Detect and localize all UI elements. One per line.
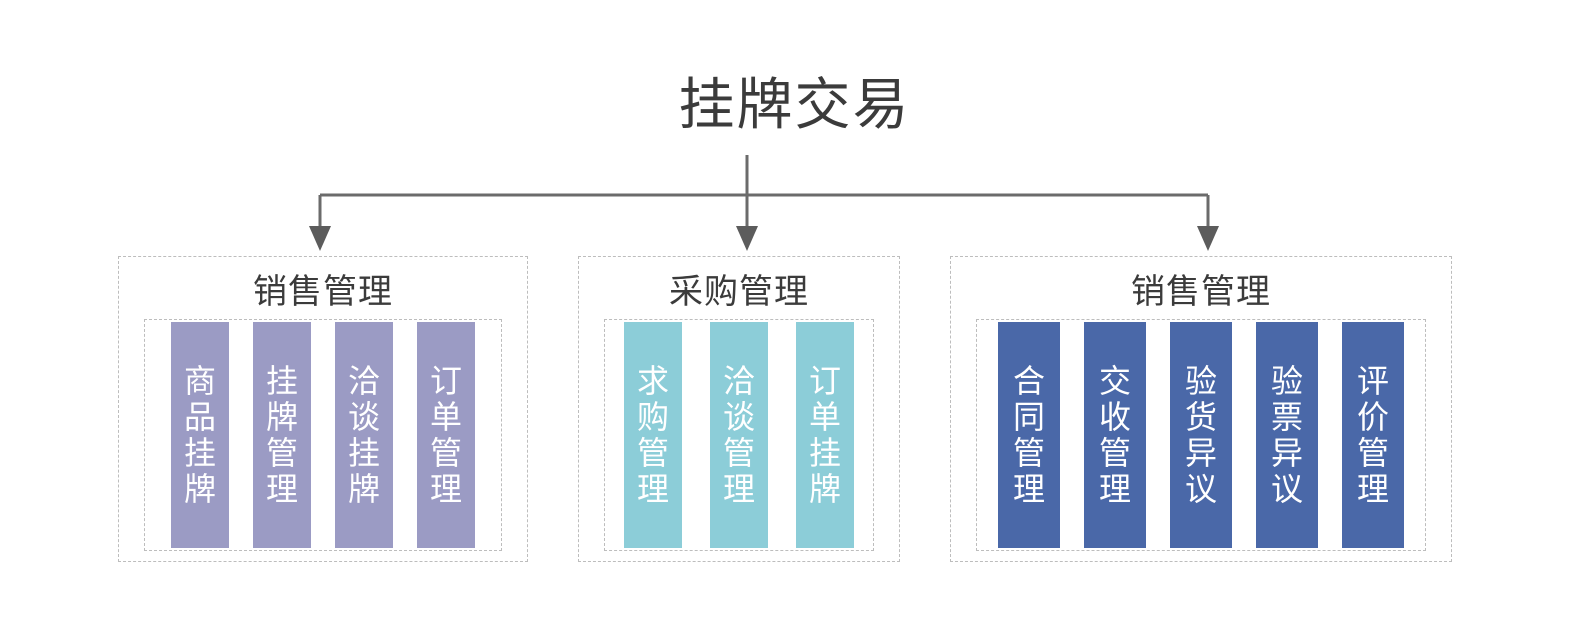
group-items-container: 商品挂牌 挂牌管理 洽谈挂牌 订单管理	[144, 319, 502, 551]
item-label-char: 交	[1098, 363, 1131, 399]
item-label-char: 评	[1356, 363, 1389, 399]
item-box[interactable]: 验货异议	[1170, 322, 1232, 548]
group-sales-management-left[interactable]: 销售管理 商品挂牌 挂牌管理 洽谈挂牌 订单管理	[118, 256, 528, 562]
item-box[interactable]: 合同管理	[998, 322, 1060, 548]
item-label-char: 理	[636, 471, 669, 507]
item-label-char: 谈	[347, 399, 380, 435]
item-label-char: 牌	[808, 471, 841, 507]
item-label-char: 议	[1270, 471, 1303, 507]
item-label-char: 异	[1184, 435, 1217, 471]
arrow-head-center	[736, 226, 758, 251]
item-label-char: 订	[429, 363, 462, 399]
group-title: 销售管理	[253, 273, 393, 311]
group-items-container: 求购管理 洽谈管理 订单挂牌	[604, 319, 874, 551]
item-label-char: 求	[636, 363, 669, 399]
item-label-char: 同	[1012, 399, 1045, 435]
item-label-char: 理	[1012, 471, 1045, 507]
item-box[interactable]: 订单管理	[417, 322, 475, 548]
item-label-char: 挂	[265, 363, 298, 399]
items-row: 合同管理 交收管理 验货异议 验票异议 评价管理	[986, 322, 1416, 548]
item-label-char: 收	[1098, 399, 1131, 435]
item-label-char: 理	[722, 471, 755, 507]
item-label-char: 价	[1356, 399, 1389, 435]
item-box[interactable]: 评价管理	[1342, 322, 1404, 548]
item-label-char: 管	[1012, 435, 1045, 471]
items-row: 求购管理 洽谈管理 订单挂牌	[610, 322, 868, 548]
item-box[interactable]: 交收管理	[1084, 322, 1146, 548]
item-box[interactable]: 商品挂牌	[171, 322, 229, 548]
item-label-char: 挂	[183, 435, 216, 471]
item-label-char: 验	[1270, 363, 1303, 399]
item-label-char: 理	[1356, 471, 1389, 507]
item-label-char: 挂	[347, 435, 380, 471]
item-label-char: 管	[636, 435, 669, 471]
arrow-head-right	[1197, 226, 1219, 251]
item-label-char: 理	[1098, 471, 1131, 507]
item-label-char: 洽	[722, 363, 755, 399]
item-label-char: 管	[722, 435, 755, 471]
group-procurement-management[interactable]: 采购管理 求购管理 洽谈管理 订单挂牌	[578, 256, 900, 562]
item-label-char: 理	[265, 471, 298, 507]
group-title: 销售管理	[1131, 273, 1271, 311]
item-label-char: 牌	[265, 399, 298, 435]
root-node-title: 挂牌交易	[678, 73, 911, 136]
item-label-char: 单	[808, 399, 841, 435]
item-box[interactable]: 洽谈管理	[710, 322, 768, 548]
item-box[interactable]: 验票异议	[1256, 322, 1318, 548]
arrow-head-left	[309, 226, 331, 251]
item-label-char: 谈	[722, 399, 755, 435]
item-box[interactable]: 挂牌管理	[253, 322, 311, 548]
item-label-char: 牌	[347, 471, 380, 507]
item-label-char: 议	[1184, 471, 1217, 507]
item-label-char: 购	[636, 399, 669, 435]
item-label-char: 理	[429, 471, 462, 507]
item-label-char: 管	[429, 435, 462, 471]
item-label-char: 牌	[183, 471, 216, 507]
item-label-char: 合	[1012, 363, 1045, 399]
item-label-char: 管	[1356, 435, 1389, 471]
item-label-char: 品	[183, 399, 216, 435]
item-box[interactable]: 求购管理	[624, 322, 682, 548]
item-label-char: 货	[1184, 399, 1217, 435]
item-label-char: 商	[183, 363, 216, 399]
group-sales-management-right[interactable]: 销售管理 合同管理 交收管理 验货异议 验票异议 评价管理	[950, 256, 1452, 562]
item-label-char: 订	[808, 363, 841, 399]
item-label-char: 异	[1270, 435, 1303, 471]
item-label-char: 票	[1270, 399, 1303, 435]
item-box[interactable]: 订单挂牌	[796, 322, 854, 548]
item-label-char: 验	[1184, 363, 1217, 399]
item-box[interactable]: 洽谈挂牌	[335, 322, 393, 548]
group-title: 采购管理	[669, 273, 809, 311]
item-label-char: 管	[1098, 435, 1131, 471]
items-row: 商品挂牌 挂牌管理 洽谈挂牌 订单管理	[159, 322, 487, 548]
group-items-container: 合同管理 交收管理 验货异议 验票异议 评价管理	[976, 319, 1426, 551]
item-label-char: 挂	[808, 435, 841, 471]
item-label-char: 单	[429, 399, 462, 435]
item-label-char: 洽	[347, 363, 380, 399]
item-label-char: 管	[265, 435, 298, 471]
